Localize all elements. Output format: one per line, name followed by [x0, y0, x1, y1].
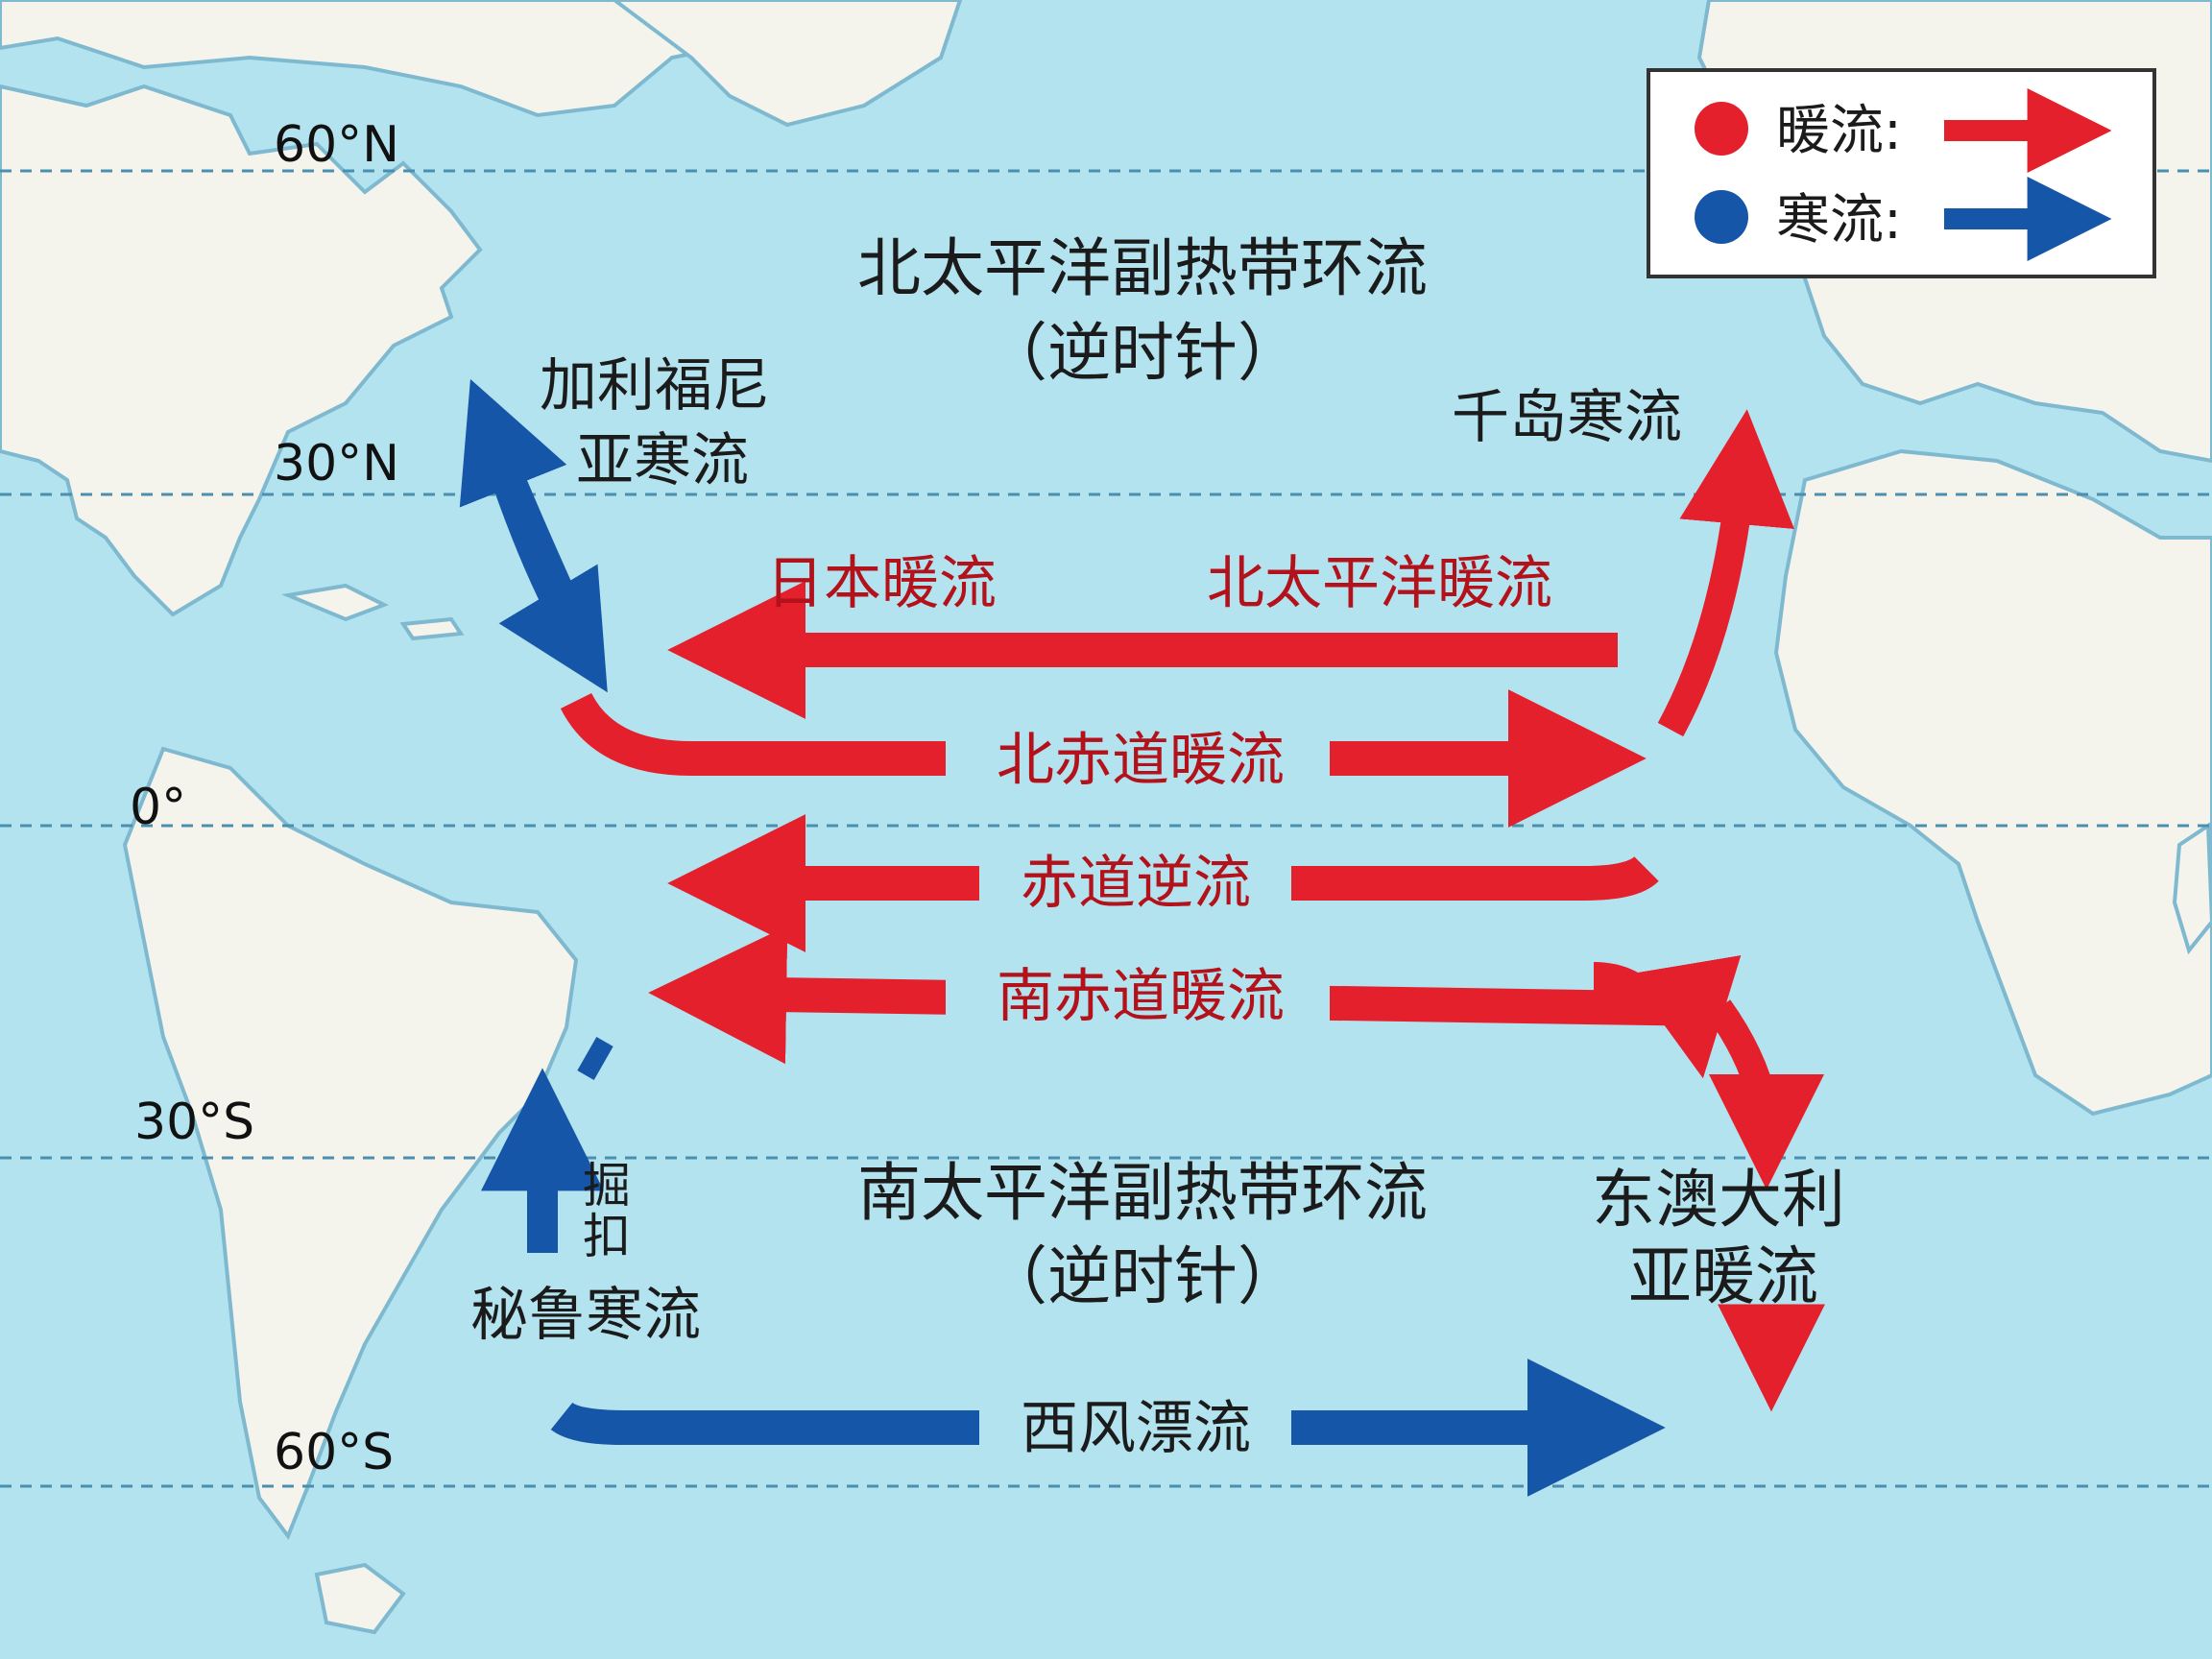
legend: 暖流: 寒流: — [1647, 68, 2156, 278]
arrow-west-wind-drift — [550, 1358, 1666, 1497]
legend-cold-label: 寒流: — [1776, 189, 1902, 252]
arrow-california-down — [485, 456, 608, 693]
caribbean-island-1 — [280, 583, 389, 622]
lat-label-30n: 30°N — [274, 435, 399, 493]
cold-currents — [459, 378, 1666, 1497]
lat-label-30s: 30°S — [134, 1094, 254, 1151]
red-circle-icon — [1695, 102, 1748, 156]
label-cutouts — [946, 718, 1330, 1468]
arrow-kuril-rise — [1657, 409, 1794, 737]
lat-label-60n: 60°N — [274, 116, 399, 174]
south-equatorial-current-label: 南赤道暖流 — [997, 963, 1285, 1030]
japan-current-label: 日本暖流 — [766, 550, 997, 617]
arrow-north-equatorial — [560, 689, 1647, 828]
peru-glyph-1: 掘 — [583, 1158, 631, 1214]
arrow-east-australia — [1706, 999, 1824, 1190]
madagascar — [2172, 822, 2212, 955]
greenland — [611, 0, 963, 128]
kuril-current-label: 千岛寒流 — [1452, 384, 1682, 451]
california-current-label-1: 加利福尼 — [540, 352, 770, 420]
gyre-labels: 北太平洋副热带环流 （逆时针） 南太平洋副热带环流 （逆时针） — [857, 231, 1428, 1313]
south-gyre-direction: （逆时针） — [984, 1239, 1301, 1313]
blue-circle-icon — [1695, 190, 1748, 244]
east-australia-current-label-2: 亚暖流 — [1628, 1239, 1818, 1313]
equatorial-counter-current-label: 赤道逆流 — [1021, 850, 1251, 917]
peru-current-label: 秘鲁寒流 — [470, 1282, 701, 1349]
north-equatorial-current-label: 北赤道暖流 — [997, 727, 1285, 794]
north-pacific-current-label: 北太平洋暖流 — [1207, 550, 1552, 617]
east-australia-current-label-1: 东澳大利 — [1592, 1163, 1845, 1237]
lat-label-60s: 60°S — [274, 1424, 394, 1481]
north-gyre-direction: （逆时针） — [984, 316, 1301, 390]
peru-glyph-2: 扣 — [583, 1209, 631, 1264]
current-labels: 加利福尼 亚寒流 千岛寒流 日本暖流 北太平洋暖流 北赤道暖流 赤道逆流 南赤道… — [470, 352, 1845, 1462]
arrow-east-australia-top — [1626, 954, 1742, 1079]
africa — [1773, 448, 2212, 1117]
legend-warm-label: 暖流: — [1776, 100, 1902, 162]
antarctic-hint — [314, 1562, 406, 1635]
north-gyre-name: 北太平洋副热带环流 — [857, 231, 1428, 305]
west-wind-drift-label: 西风漂流 — [1021, 1395, 1251, 1462]
arrow-peru-tick — [577, 1037, 613, 1080]
arrow-equatorial-counter — [667, 814, 1659, 952]
latitude-labels: 60°N 30°N 0° 30°S 60°S — [130, 116, 399, 1481]
north-america — [0, 84, 483, 617]
caribbean-island-2 — [399, 616, 465, 641]
california-current-label-2: 亚寒流 — [576, 427, 749, 494]
south-gyre-name: 南太平洋副热带环流 — [857, 1156, 1428, 1230]
south-america — [122, 746, 579, 1541]
lat-label-equator: 0° — [130, 779, 186, 836]
warm-currents — [560, 409, 1825, 1412]
